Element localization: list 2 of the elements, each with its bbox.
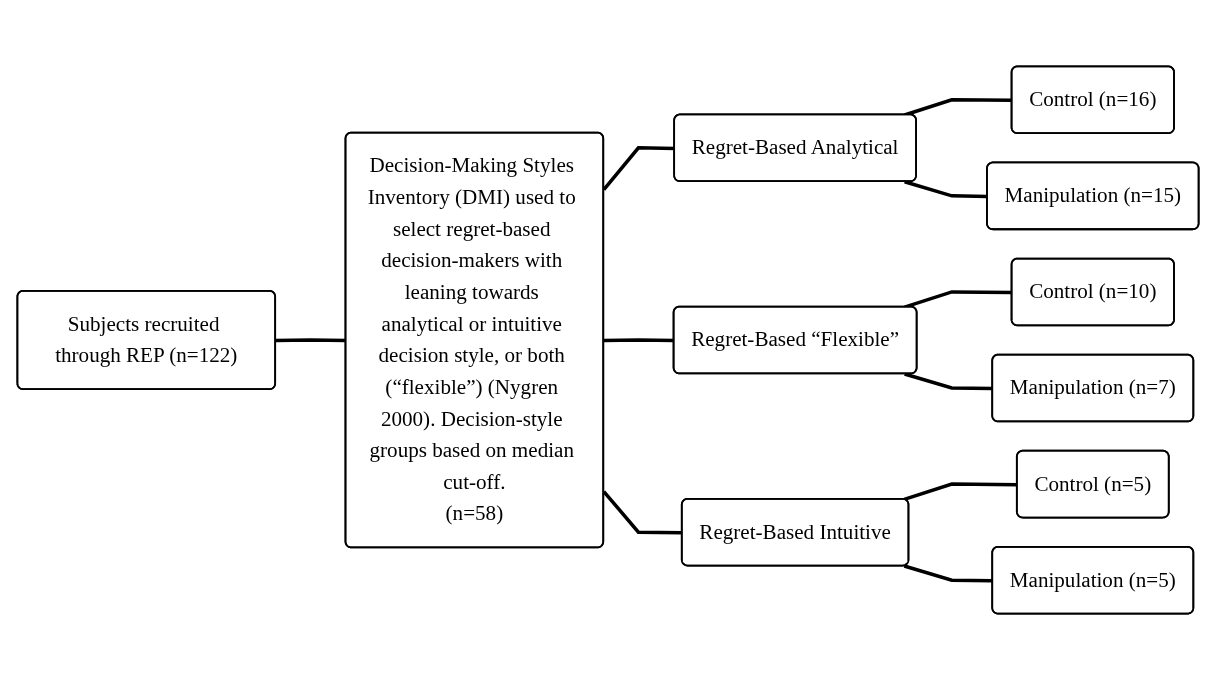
connector xyxy=(904,371,993,390)
connector xyxy=(903,563,993,583)
